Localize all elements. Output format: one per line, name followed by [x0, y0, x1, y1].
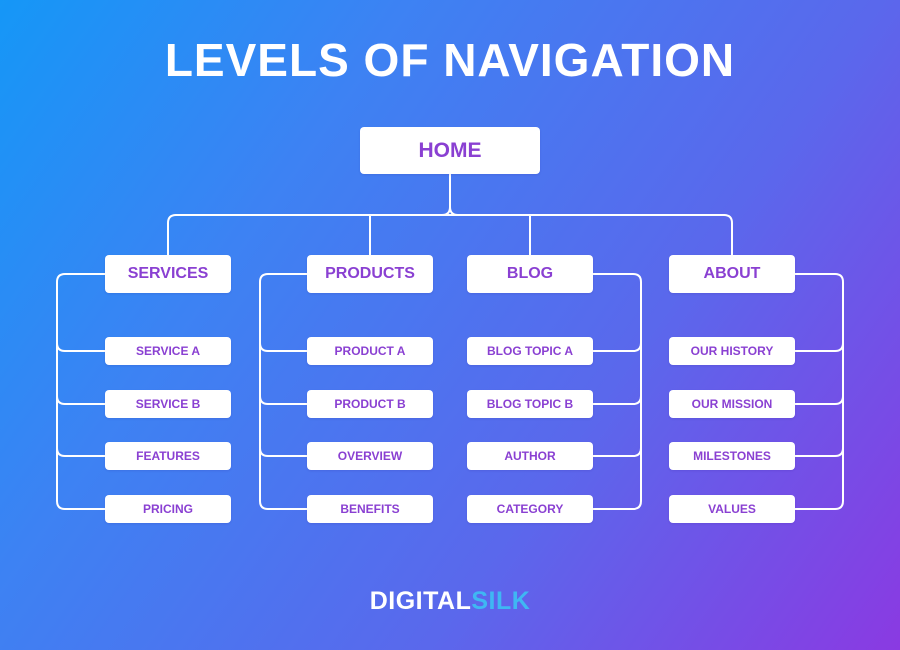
subpage-branch-line	[592, 395, 642, 405]
home-trunk-line	[441, 173, 459, 216]
subpage-branch-line	[592, 342, 642, 352]
section-label: PRODUCTS	[325, 265, 415, 282]
subpage-label: CATEGORY	[496, 502, 564, 516]
subpage-branch-line	[56, 342, 106, 352]
subpage-branch-line	[794, 447, 844, 457]
section-label: SERVICES	[127, 265, 209, 282]
subpage-label: PRODUCT B	[334, 397, 406, 411]
subpage-label: SERVICE A	[135, 344, 201, 358]
home-node: HOME	[360, 127, 540, 174]
subpage-label: AUTHOR	[504, 449, 556, 463]
section-label: ABOUT	[703, 265, 761, 282]
subpage-label: MILESTONES	[693, 449, 771, 463]
subpage-node: OUR HISTORY	[669, 337, 795, 365]
section-node-about: ABOUT	[669, 255, 795, 293]
subpage-branch-line	[592, 447, 642, 457]
section-bracket-line	[259, 273, 308, 510]
subpage-label: OUR HISTORY	[690, 344, 774, 358]
section-drop-line	[723, 214, 733, 256]
subpage-label: BLOG TOPIC A	[486, 344, 573, 358]
subpage-node: MILESTONES	[669, 442, 795, 470]
subpage-branch-line	[794, 342, 844, 352]
subpage-node: BENEFITS	[307, 495, 433, 523]
subpage-node: BLOG TOPIC B	[467, 390, 593, 418]
subpage-label: SERVICE B	[135, 397, 201, 411]
subpage-label: OUR MISSION	[691, 397, 773, 411]
subpage-node: SERVICE A	[105, 337, 231, 365]
subpage-label: PRODUCT A	[334, 344, 406, 358]
subpage-label: BLOG TOPIC B	[486, 397, 574, 411]
subpage-node: AUTHOR	[467, 442, 593, 470]
subpage-branch-line	[259, 395, 308, 405]
subpage-node: FEATURES	[105, 442, 231, 470]
section-bracket-line	[794, 273, 844, 510]
section-drop-line	[167, 214, 177, 256]
subpage-node: OVERVIEW	[307, 442, 433, 470]
subpage-label: VALUES	[708, 502, 756, 516]
subpage-branch-line	[56, 447, 106, 457]
section-node-blog: BLOG	[467, 255, 593, 293]
subpage-label: BENEFITS	[340, 502, 400, 516]
subpage-branch-line	[794, 395, 844, 405]
subpage-node: PRODUCT B	[307, 390, 433, 418]
subpage-label: PRICING	[142, 502, 193, 516]
subpage-branch-line	[259, 447, 308, 457]
section-bracket-line	[592, 273, 642, 510]
subpage-node: CATEGORY	[467, 495, 593, 523]
section-node-services: SERVICES	[105, 255, 231, 293]
page-title: LEVELS OF NAVIGATION	[164, 34, 736, 86]
subpage-node: OUR MISSION	[669, 390, 795, 418]
subpage-branch-line	[56, 395, 106, 405]
brand-logo: DIGITALSILK	[0, 586, 900, 616]
subpage-node: BLOG TOPIC A	[467, 337, 593, 365]
subpage-node: VALUES	[669, 495, 795, 523]
section-bracket-line	[56, 273, 106, 510]
subpage-node: SERVICE B	[105, 390, 231, 418]
brand-word-2: SILK	[471, 587, 531, 615]
section-label: BLOG	[506, 265, 554, 282]
subpage-label: OVERVIEW	[337, 449, 403, 463]
brand-word-1: DIGITAL	[369, 587, 472, 615]
section-node-products: PRODUCTS	[307, 255, 433, 293]
subpage-label: FEATURES	[136, 449, 200, 463]
home-label: HOME	[418, 138, 482, 162]
subpage-branch-line	[259, 342, 308, 352]
subpage-node: PRICING	[105, 495, 231, 523]
subpage-node: PRODUCT A	[307, 337, 433, 365]
